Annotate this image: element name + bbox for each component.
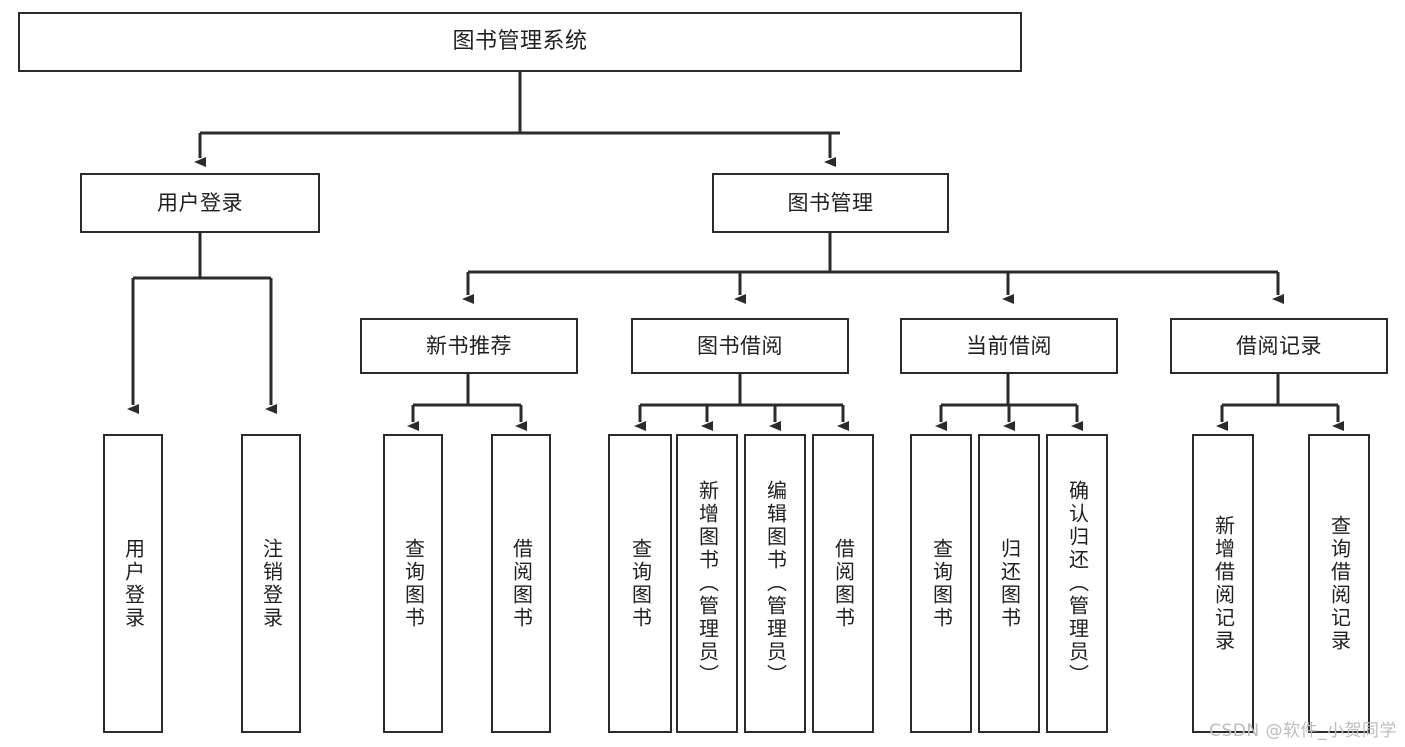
node-label: 当前借阅 <box>966 333 1052 358</box>
node-new-book-recommendation[interactable]: 新书推荐 <box>360 318 578 374</box>
node-label: 用户登录 <box>157 190 243 215</box>
node-label: 图书管理系统 <box>452 29 588 55</box>
node-label: 用户登录 <box>121 537 146 630</box>
leaf-return-books[interactable]: 归还图书 <box>978 434 1040 733</box>
node-borrow-records[interactable]: 借阅记录 <box>1170 318 1388 374</box>
node-label: 新书推荐 <box>426 333 512 358</box>
node-label: 图书借阅 <box>697 333 783 358</box>
leaf-query-books-current[interactable]: 查询图书 <box>910 434 972 733</box>
leaf-user-login[interactable]: 用户登录 <box>103 434 163 733</box>
node-root-book-management-system[interactable]: 图书管理系统 <box>18 12 1022 72</box>
node-label: 编辑图书（管理员） <box>763 480 788 687</box>
leaf-confirm-return-admin[interactable]: 确认归还（管理员） <box>1046 434 1108 733</box>
node-label: 新增借阅记录 <box>1211 514 1236 653</box>
csdn-watermark: CSDN @软件_小贺同学 <box>1209 721 1397 741</box>
node-label: 借阅图书 <box>509 537 534 630</box>
node-label: 图书管理 <box>787 190 874 215</box>
node-label: 查询图书 <box>628 537 653 630</box>
leaf-add-book-admin[interactable]: 新增图书（管理员） <box>676 434 738 733</box>
leaf-add-borrow-record[interactable]: 新增借阅记录 <box>1192 434 1254 733</box>
leaf-logout[interactable]: 注销登录 <box>241 434 301 733</box>
node-user-login[interactable]: 用户登录 <box>80 173 320 233</box>
node-label: 查询图书 <box>929 537 954 630</box>
node-book-borrowing[interactable]: 图书借阅 <box>631 318 849 374</box>
leaf-edit-book-admin[interactable]: 编辑图书（管理员） <box>744 434 806 733</box>
leaf-borrow-books-recommend[interactable]: 借阅图书 <box>491 434 551 733</box>
node-label: 确认归还（管理员） <box>1065 480 1090 687</box>
node-label: 借阅图书 <box>831 537 856 630</box>
leaf-query-books-borrow[interactable]: 查询图书 <box>608 434 672 733</box>
node-label: 新增图书（管理员） <box>695 480 720 687</box>
node-label: 注销登录 <box>259 537 284 630</box>
node-label: 查询借阅记录 <box>1327 514 1352 653</box>
node-label: 归还图书 <box>997 537 1022 630</box>
node-label: 借阅记录 <box>1236 333 1322 358</box>
leaf-borrow-books-borrow[interactable]: 借阅图书 <box>812 434 874 733</box>
node-book-management[interactable]: 图书管理 <box>712 173 949 233</box>
node-label: 查询图书 <box>401 537 426 630</box>
leaf-query-borrow-record[interactable]: 查询借阅记录 <box>1308 434 1370 733</box>
leaf-query-books-recommend[interactable]: 查询图书 <box>383 434 443 733</box>
node-current-borrowing[interactable]: 当前借阅 <box>900 318 1118 374</box>
